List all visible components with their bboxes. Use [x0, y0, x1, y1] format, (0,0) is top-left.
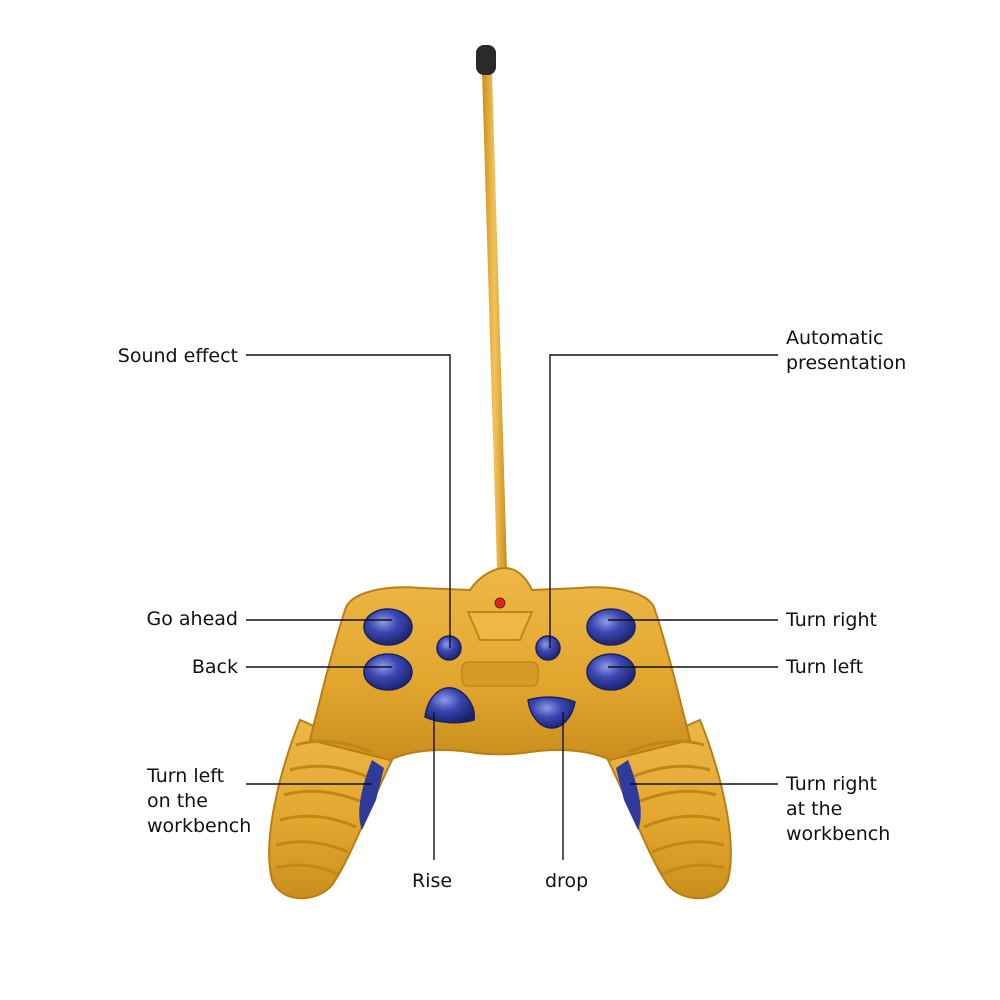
- label-turn-left: Turn left: [786, 656, 864, 678]
- led-indicator: [494, 597, 506, 609]
- right-side-button: [616, 760, 641, 830]
- label-automatic-presentation: Automatic presentation: [786, 326, 906, 376]
- leader-lines: [246, 354, 778, 860]
- antenna: [476, 45, 507, 570]
- label-turn-left-workbench-line2: on the: [147, 790, 208, 812]
- label-turn-right-workbench: Turn right at the workbench: [786, 772, 890, 847]
- label-rise: Rise: [412, 870, 453, 892]
- controller-body: [268, 566, 732, 900]
- left-side-button: [359, 760, 384, 830]
- buttons: [363, 608, 636, 729]
- label-turn-right: Turn right: [786, 609, 877, 631]
- auto-presentation-button: [535, 635, 561, 661]
- label-go-ahead: Go ahead: [146, 608, 238, 630]
- label-turn-right-workbench-line2: at the: [786, 798, 843, 820]
- label-turn-right-workbench-line3: workbench: [786, 823, 891, 845]
- label-turn-right-workbench-line1: Turn right: [786, 773, 877, 795]
- rise-button: [424, 687, 475, 724]
- go-ahead-button: [363, 608, 413, 646]
- leader-sound-effect: [246, 354, 451, 648]
- label-turn-left-workbench: Turn left on the workbench: [147, 764, 251, 839]
- center-panel: [466, 611, 534, 641]
- right-grip-ridges: [627, 739, 725, 876]
- left-grip-ridges: [275, 739, 373, 876]
- back-button: [363, 653, 413, 691]
- label-back: Back: [191, 656, 238, 678]
- turn-left-button: [586, 653, 636, 691]
- label-drop: drop: [545, 870, 589, 892]
- antenna-tip: [476, 45, 496, 75]
- label-automatic-presentation-line2: presentation: [786, 352, 907, 374]
- label-automatic-presentation-line1: Automatic: [786, 327, 884, 349]
- antenna-rod: [482, 72, 507, 570]
- leader-automatic-presentation: [549, 354, 778, 648]
- label-sound-effect: Sound effect: [117, 345, 238, 367]
- center-recess: [461, 661, 539, 687]
- sound-effect-button: [436, 635, 462, 661]
- turn-right-button: [586, 608, 636, 646]
- label-turn-left-workbench-line1: Turn left: [147, 765, 225, 787]
- label-turn-left-workbench-line3: workbench: [147, 815, 252, 837]
